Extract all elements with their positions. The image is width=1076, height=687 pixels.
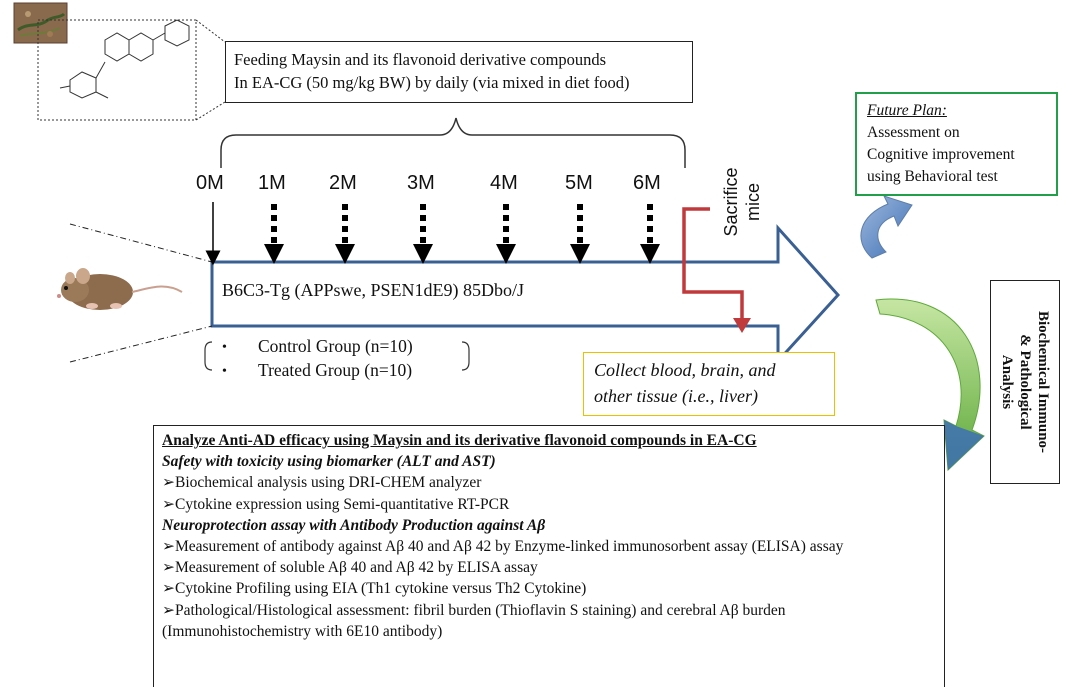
- neuro-item: ➢Measurement of antibody against Aβ 40 a…: [162, 538, 844, 556]
- month-label: 6M: [633, 172, 661, 194]
- future-plan-line-2: Cognitive improvement: [867, 146, 1015, 163]
- month-label: 4M: [490, 172, 518, 194]
- collect-samples-box: Collect blood, brain, and other tissue (…: [583, 352, 835, 416]
- flavonoid-structure: [37, 19, 197, 121]
- treated-group-label: Treated Group (n=10): [258, 360, 413, 380]
- corn-silk-photo: [13, 2, 68, 44]
- future-plan-line-3: using Behavioral test: [867, 168, 998, 185]
- month-label: 3M: [407, 172, 435, 194]
- sacrifice-arrow: [682, 207, 744, 322]
- neuro-item: ➢Measurement of soluble Aβ 40 and Aβ 42 …: [162, 559, 538, 577]
- month-label: 5M: [565, 172, 593, 194]
- feeding-box: Feeding Maysin and its flavonoid derivat…: [225, 41, 693, 103]
- safety-item: ➢Biochemical analysis using DRI-CHEM ana…: [162, 474, 482, 492]
- month-label: 0M: [196, 172, 224, 194]
- sacrifice-line-1: Sacrifice: [721, 167, 741, 237]
- future-plan-line-1: Assessment on: [867, 124, 960, 141]
- collect-line-1: Collect blood, brain, and: [594, 360, 776, 380]
- mouse-strain-label: B6C3-Tg (APPswe, PSEN1dE9) 85Dbo/J: [222, 280, 525, 300]
- month-label: 2M: [329, 172, 357, 194]
- sacrifice-label: Sacrifice mice: [720, 162, 764, 242]
- analysis-box: Analyze Anti-AD efficacy using Maysin an…: [153, 425, 945, 687]
- biochemical-analysis-box: Biochemical Immuno- & Pathological Analy…: [990, 280, 1060, 484]
- control-group-label: Control Group (n=10): [258, 336, 413, 356]
- future-curved-arrow: [860, 195, 913, 259]
- feeding-line-1: Feeding Maysin and its flavonoid derivat…: [234, 50, 607, 69]
- feeding-period-brace: [220, 117, 686, 168]
- analysis-title: Analyze Anti-AD efficacy using Maysin an…: [162, 432, 757, 449]
- biochemical-line-1: Biochemical Immuno-: [1035, 310, 1051, 454]
- bullet: •: [222, 364, 227, 379]
- future-plan-box: Future Plan: Assessment on Cognitive imp…: [855, 92, 1058, 196]
- safety-heading: Safety with toxicity using biomarker (AL…: [162, 453, 496, 471]
- timeline-arrow: [210, 224, 841, 365]
- bullet: •: [222, 340, 227, 355]
- biochemical-line-2: & Pathological: [1017, 334, 1033, 430]
- future-plan-title: Future Plan:: [867, 102, 947, 119]
- mouse-image: [57, 268, 183, 310]
- collect-line-2: other tissue (i.e., liver): [594, 386, 758, 406]
- neuro-item: ➢Cytokine Profiling using EIA (Th1 cytok…: [162, 580, 587, 598]
- neuro-item: ➢Pathological/Histological assessment: f…: [162, 601, 786, 640]
- feeding-line-2: In EA-CG (50 mg/kg BW) by daily (via mix…: [234, 73, 630, 92]
- month-arrows: [271, 204, 653, 244]
- biochemical-text: Biochemical Immuno- & Pathological Analy…: [998, 282, 1052, 482]
- neuro-heading: Neuroprotection assay with Antibody Prod…: [162, 516, 546, 534]
- safety-item: ➢Cytokine expression using Semi-quantita…: [162, 495, 510, 513]
- month-label: 1M: [258, 172, 286, 194]
- biochemical-line-3: Analysis: [999, 354, 1015, 410]
- sacrifice-line-2: mice: [743, 183, 763, 222]
